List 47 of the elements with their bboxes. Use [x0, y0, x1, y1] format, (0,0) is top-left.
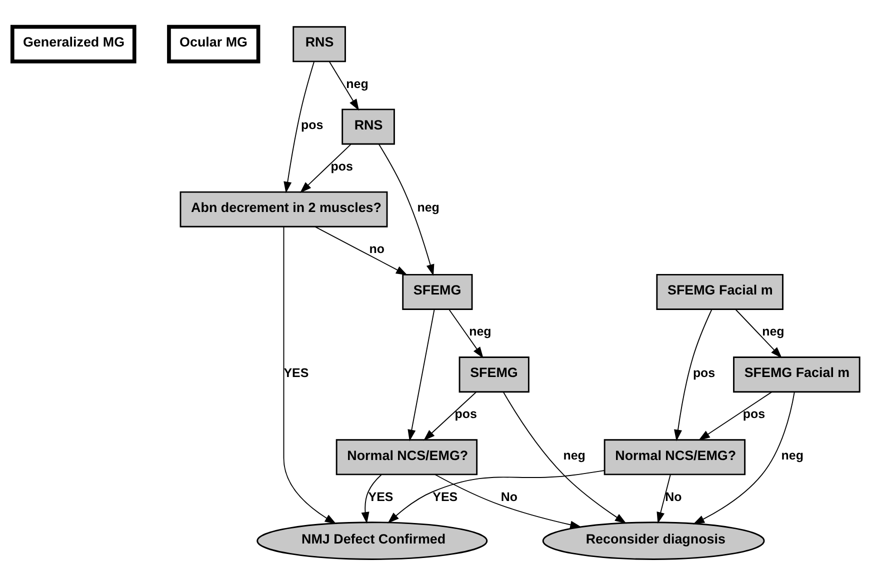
node-box: Normal NCS/EMG? [604, 439, 746, 476]
arrow [284, 61, 315, 194]
arrow [283, 226, 336, 524]
edge-label: pos [454, 407, 477, 422]
node-box: Generalized MG [10, 24, 136, 64]
node-box: Normal NCS/EMG? [336, 439, 478, 476]
node-box: SFEMG [402, 274, 473, 310]
node-box: Abn decrement in 2 muscles? [180, 191, 388, 228]
arrow [698, 392, 772, 440]
edge-label: no [369, 242, 384, 256]
arrow [378, 144, 434, 276]
node-box: SFEMG [458, 356, 530, 393]
node-box: SFEMG Facial m [733, 356, 860, 393]
arrow [328, 61, 360, 111]
arrow [656, 474, 671, 524]
arrow [692, 391, 795, 524]
arrow [423, 392, 476, 441]
arrow [434, 474, 582, 529]
edge-label: YES [284, 366, 309, 380]
node-box: RNS [342, 108, 395, 145]
node-box: Ocular MG [167, 24, 260, 64]
edge-label: neg [563, 448, 586, 462]
edge-label: No [500, 490, 518, 504]
arrow [408, 308, 435, 442]
edge-label: pos [301, 118, 324, 132]
node-box: RNS [292, 26, 346, 62]
edge-label: pos [692, 366, 716, 380]
edge-label: pos [330, 159, 353, 174]
arrow [674, 309, 712, 442]
arrow [361, 474, 382, 524]
edge-label: neg [417, 200, 440, 215]
node-ellipse: NMJ Defect Confirmed [256, 522, 488, 560]
edge-label: pos [742, 407, 766, 422]
arrow [735, 309, 782, 358]
arrow [300, 144, 352, 193]
node-box: SFEMG Facial m [656, 274, 784, 310]
edge-label: neg [469, 324, 492, 339]
arrow [388, 470, 605, 524]
edge-label: neg [781, 448, 804, 462]
edge-label: neg [346, 76, 368, 91]
edge-label: YES [368, 490, 394, 504]
edge-label: neg [762, 324, 784, 339]
arrow [448, 309, 484, 358]
edge-label: No [665, 490, 682, 504]
arrow [314, 226, 408, 276]
arrow [502, 392, 626, 524]
edge-label: YES [432, 490, 458, 504]
